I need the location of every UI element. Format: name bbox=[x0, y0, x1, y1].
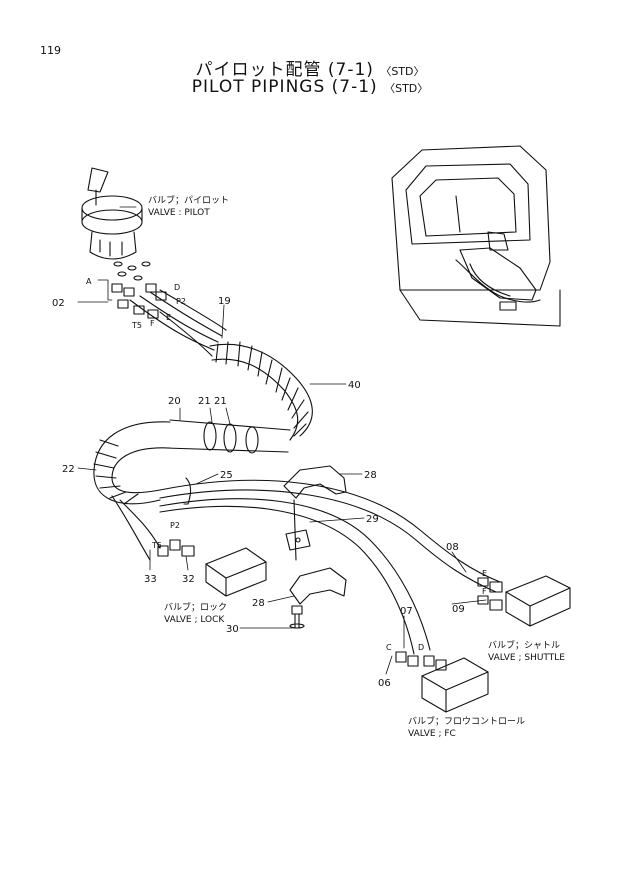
part-32: 32 bbox=[182, 574, 195, 585]
corrugated-protector bbox=[209, 341, 313, 441]
callout-pilot-jp: バルブ；パイロット bbox=[148, 194, 229, 206]
port-t5-lock: T5 bbox=[151, 541, 162, 550]
title-jp-text: パイロット配管 (7-1) bbox=[195, 60, 374, 80]
callout-lock-jp: バルブ；ロック bbox=[164, 601, 227, 613]
lock-valve-box bbox=[205, 547, 267, 597]
lock-valve-fittings bbox=[157, 539, 195, 557]
port-p2-lock: P2 bbox=[170, 521, 180, 530]
port-t5: T5 bbox=[131, 321, 142, 330]
part-30: 30 bbox=[226, 624, 239, 635]
pilot-fittings bbox=[111, 283, 167, 319]
port-e: E bbox=[166, 313, 171, 322]
part-02: 02 bbox=[52, 298, 65, 309]
part-28-b: 28 bbox=[252, 598, 265, 609]
part-21-b: 21 bbox=[214, 396, 227, 407]
part-19: 19 bbox=[218, 296, 231, 307]
part-07: 07 bbox=[400, 606, 413, 617]
std-tag-2: 〈STD〉 bbox=[384, 82, 429, 95]
part-22: 22 bbox=[62, 464, 75, 475]
plate-29 bbox=[285, 499, 311, 561]
port-f: F bbox=[150, 319, 155, 328]
spiral-wrap bbox=[93, 421, 171, 505]
title-japanese: パイロット配管 (7-1) 〈STD〉 bbox=[0, 55, 620, 80]
clamp-28-lower bbox=[289, 567, 347, 605]
part-09: 09 bbox=[452, 604, 465, 615]
bolt-30 bbox=[289, 605, 305, 629]
title-english: PILOT PIPINGS (7-1) 〈STD〉 bbox=[0, 77, 620, 97]
clamp-28-upper bbox=[283, 465, 347, 499]
callout-fc-jp: バルブ；フロウコントロール bbox=[408, 715, 525, 727]
port-e-shuttle: E bbox=[482, 569, 487, 578]
long-hoses bbox=[111, 479, 501, 655]
cab-inset bbox=[391, 145, 561, 327]
port-f-shuttle: F bbox=[482, 587, 487, 596]
shuttle-valve-box bbox=[505, 575, 571, 627]
page-number: 119 bbox=[40, 44, 61, 57]
o-ring-group bbox=[113, 261, 151, 281]
port-d-fc: D bbox=[418, 643, 424, 652]
fc-valve-box bbox=[421, 657, 489, 713]
part-28-a: 28 bbox=[364, 470, 377, 481]
pilot-valve-drawing bbox=[81, 167, 143, 260]
part-33: 33 bbox=[144, 574, 157, 585]
callout-fc-en: VALVE ; FC bbox=[408, 729, 456, 739]
port-a: A bbox=[86, 277, 92, 286]
hose-bundle-upper bbox=[129, 289, 227, 357]
clamp-25 bbox=[183, 477, 192, 505]
std-tag-1: 〈STD〉 bbox=[380, 65, 425, 78]
callout-shuttle-en: VALVE ; SHUTTLE bbox=[488, 653, 565, 663]
part-21-a: 21 bbox=[198, 396, 211, 407]
part-25: 25 bbox=[220, 470, 233, 481]
fc-valve-fittings bbox=[395, 651, 447, 671]
title-en-text: PILOT PIPINGS (7-1) bbox=[191, 77, 378, 97]
shuttle-valve-fittings bbox=[477, 577, 503, 611]
callout-lock-en: VALVE ; LOCK bbox=[164, 615, 225, 625]
part-08: 08 bbox=[446, 542, 459, 553]
port-c-fc: C bbox=[386, 643, 392, 652]
callout-pilot-en: VALVE : PILOT bbox=[148, 208, 210, 218]
leader-lines bbox=[77, 206, 487, 675]
port-p2: P2 bbox=[176, 297, 186, 306]
part-40: 40 bbox=[348, 380, 361, 391]
part-29: 29 bbox=[366, 514, 379, 525]
port-d: D bbox=[174, 283, 180, 292]
part-06: 06 bbox=[378, 678, 391, 689]
protector-tube bbox=[165, 419, 291, 454]
callout-shuttle-jp: バルブ；シャトル bbox=[488, 639, 560, 651]
part-20: 20 bbox=[168, 396, 181, 407]
